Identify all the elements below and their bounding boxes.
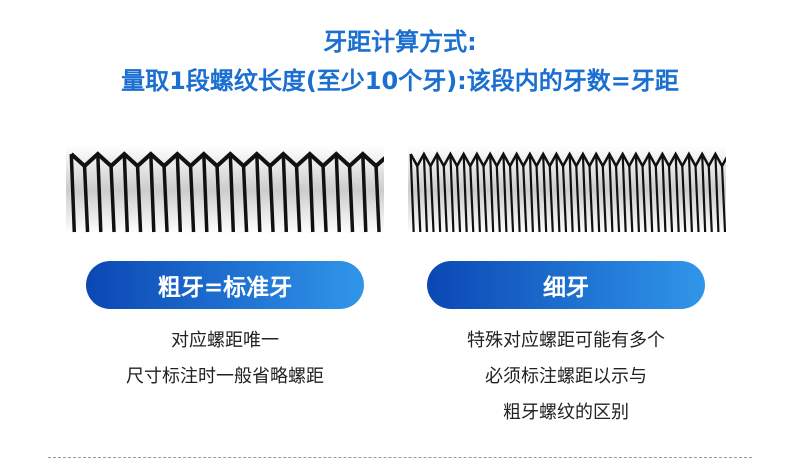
thread-flank (294, 165, 302, 233)
desc-line: 必须标注螺距以示与 (485, 366, 647, 387)
thread-flank (475, 153, 481, 233)
thread-flank (495, 165, 501, 233)
divider (48, 457, 752, 458)
thread-flank (667, 165, 674, 233)
thread-flank (489, 153, 495, 233)
thread-flank (188, 165, 196, 233)
thread-flank (347, 165, 355, 233)
thread-flank (548, 165, 554, 233)
thread-flank (608, 153, 614, 233)
thread-flank (661, 153, 667, 233)
thread-flank (681, 165, 687, 233)
thread-flank (281, 153, 289, 233)
thread-flank (321, 165, 328, 233)
thread-flank (374, 165, 381, 233)
thread-flank (462, 153, 468, 233)
thread-flank (581, 153, 587, 233)
fine-thread-label: 细牙 (427, 261, 705, 309)
thread-flank (202, 153, 209, 233)
title-line-1: 牙距计算方式: (323, 28, 477, 56)
desc-line: 粗牙螺纹的区别 (503, 402, 629, 423)
thread-flank (135, 165, 143, 233)
thread-flank (361, 153, 368, 233)
desc-line: 尺寸标注时一般省略螺距 (126, 366, 324, 387)
thread-flank (308, 153, 315, 233)
desc-line: 对应螺距唯一 (171, 330, 279, 351)
thread-flank (268, 165, 275, 233)
thread-flank (720, 165, 726, 233)
thread-flank (614, 165, 621, 233)
thread-flank (648, 153, 654, 233)
title-line-2: 量取1段螺纹长度(至少10个牙):该段内的牙数=牙距 (121, 67, 679, 95)
thread-flank (69, 153, 77, 233)
thread-flank (641, 165, 647, 233)
thread-flank (634, 153, 640, 233)
thread-flank (228, 153, 236, 233)
thread-flank (694, 165, 700, 233)
thread-flank (109, 165, 116, 233)
thread-flank (528, 153, 534, 233)
thread-flank (654, 165, 660, 233)
thread-flank (255, 153, 262, 233)
thread-flank (334, 153, 342, 233)
thread-flank (442, 165, 448, 233)
thread-flank (436, 153, 442, 233)
fine-thread-description: 特殊对应螺距可能有多个 必须标注螺距以示与 粗牙螺纹的区别 (396, 323, 736, 431)
thread-flank (122, 153, 130, 233)
thread-flank (701, 153, 707, 233)
thread-flank (588, 165, 594, 233)
coarse-thread-image (66, 146, 384, 234)
thread-flank (215, 165, 222, 233)
thread-flank (674, 153, 680, 233)
thread-flank (429, 165, 435, 233)
thread-flank (595, 153, 601, 233)
thread-flank (241, 165, 249, 233)
thread-flank (522, 165, 528, 233)
thread-flank (469, 165, 475, 233)
thread-flank (535, 165, 541, 233)
thread-flank (542, 153, 548, 233)
thread-flank (82, 165, 90, 233)
thread-flank (575, 165, 581, 233)
thread-flank (422, 153, 428, 233)
thread-flank (409, 153, 415, 233)
fine-thread-image (408, 146, 726, 234)
thread-flank (508, 165, 515, 233)
thread-flank (449, 153, 455, 233)
thread-flank (621, 153, 627, 233)
thread-flank (707, 165, 713, 233)
thread-flank (515, 153, 521, 233)
thread-flank (561, 165, 568, 233)
thread-flank (149, 153, 156, 233)
thread-flank (416, 165, 422, 233)
coarse-thread-description: 对应螺距唯一 尺寸标注时一般省略螺距 (55, 323, 395, 395)
desc-line: 特殊对应螺距可能有多个 (467, 330, 665, 351)
thread-flank (162, 165, 169, 233)
coarse-thread-label: 粗牙=标准牙 (86, 261, 364, 309)
thread-flank (455, 165, 462, 233)
thread-crest-line (69, 151, 384, 169)
thread-flank (714, 153, 720, 233)
thread-flank (555, 153, 561, 233)
thread-flank (482, 165, 488, 233)
thread-flank (175, 153, 183, 233)
thread-flank (96, 153, 103, 233)
thread-flank (628, 165, 634, 233)
thread-flank (568, 153, 574, 233)
thread-flank (687, 153, 693, 233)
thread-flank (502, 153, 508, 233)
thread-flank (601, 165, 607, 233)
